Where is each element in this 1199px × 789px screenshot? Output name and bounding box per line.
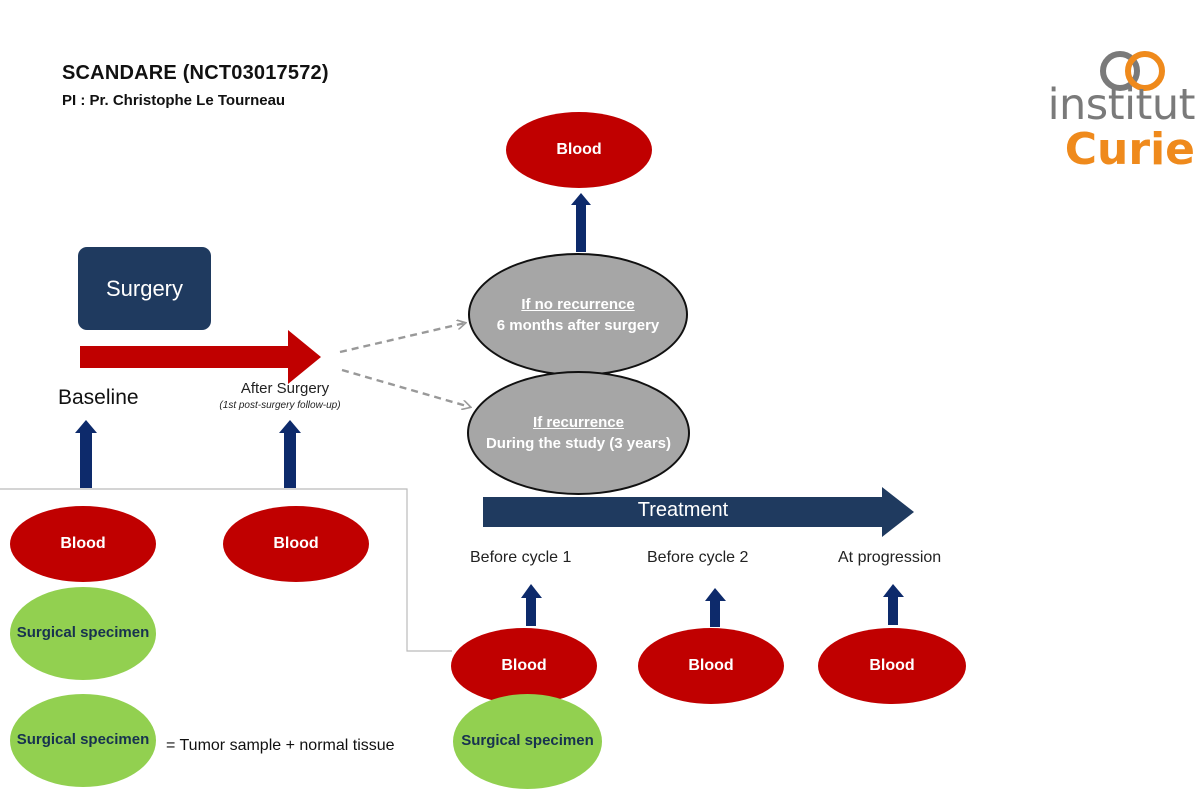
up-arrow-before-cycle1 [521,584,542,598]
before-cycle2-label: Before cycle 2 [647,549,749,566]
up-arrow-no-recurrence-blood [571,193,591,205]
blood-after-surgery: Blood [223,506,369,582]
up-arrow-after-surgery [279,420,301,433]
legend-specimen-swatch: Surgical specimen [10,694,156,787]
no-recurrence-detail: 6 months after surgery [496,316,660,334]
principal-investigator: PI : Pr. Christophe Le Tourneau [62,92,286,109]
logo-institut-text: institut [1047,80,1196,130]
blood-no-recurrence: Blood [506,112,652,188]
surgery-box: Surgery [78,247,211,330]
before-cycle1-label: Before cycle 1 [470,549,572,566]
recurrence-title: If recurrence [533,414,624,431]
no-recurrence-title: If no recurrence [521,295,635,313]
up-arrow-at-progression [883,584,904,597]
recurrence-detail: During the study (3 years) [485,435,672,452]
baseline-label: Baseline [58,386,139,409]
up-arrow-before-cycle2 [705,588,726,601]
blood-before-cycle2: Blood [638,628,784,704]
up-arrow-baseline [75,420,97,433]
treatment-label: Treatment [637,499,729,521]
surgical-specimen-baseline: Surgical specimen [10,587,156,680]
branch-recurrence: If recurrence During the study (3 years) [467,371,690,495]
surgery-timeline-arrow [80,330,321,384]
at-progression-label: At progression [838,549,942,566]
treatment-arrow [483,487,914,537]
branch-arrow-no-recurrence [339,323,465,354]
logo-curie-text: Curie [1064,124,1195,175]
blood-at-progression: Blood [818,628,966,704]
bracket-lines [0,488,452,652]
blood-baseline: Blood [10,506,156,582]
blood-before-cycle1: Blood [451,628,597,704]
after-surgery-label: After Surgery [240,380,330,397]
legend-definition: = Tumor sample + normal tissue [166,737,395,754]
diagram-title: SCANDARE (NCT03017572) [62,62,329,84]
sample-up-arrows [75,193,904,627]
branch-no-recurrence: If no recurrence 6 months after surgery [468,253,688,376]
surgical-specimen-recurrence: Surgical specimen [453,694,602,789]
branch-arrow-recurrence [341,368,470,407]
after-surgery-note: (1st post-surgery follow-up) [219,400,341,411]
